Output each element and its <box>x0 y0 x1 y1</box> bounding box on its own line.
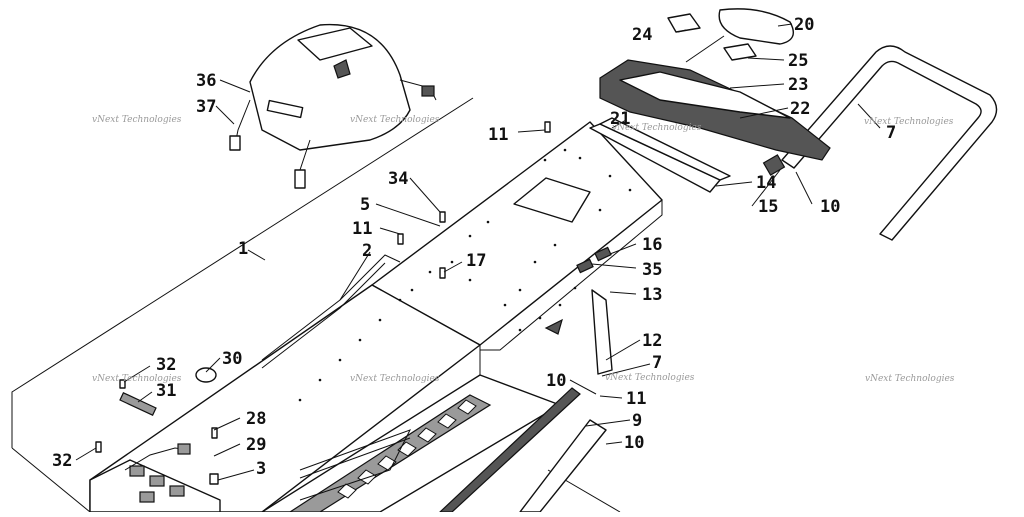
callout-7-mid: 7 <box>652 353 662 373</box>
seat-top <box>619 71 791 119</box>
callout-34: 34 <box>388 169 408 189</box>
handle-plate-24 <box>667 13 701 33</box>
callout-22: 22 <box>790 99 810 119</box>
callout-32-lower: 32 <box>52 451 72 471</box>
callout-5: 5 <box>360 195 370 215</box>
watermark-1: vNext Technologies <box>92 115 182 125</box>
hardware <box>95 121 613 485</box>
seat-assembly <box>589 8 831 193</box>
callout-11-top: 11 <box>488 125 508 145</box>
rivet-11b <box>397 233 404 245</box>
bag-buckle <box>421 85 435 97</box>
callout-11-low: 11 <box>626 389 646 409</box>
watermark-2: vNext Technologies <box>350 115 440 125</box>
bracket-16 <box>594 246 612 262</box>
watermark-6: vNext Technologies <box>350 374 440 384</box>
tunnel-holes <box>298 148 632 402</box>
callout-21: 21 <box>610 109 630 129</box>
callout-3: 3 <box>256 459 266 479</box>
callout-11-mid: 11 <box>352 219 372 239</box>
watermarks: vNext Technologies vNext Technologies vN… <box>92 115 955 384</box>
rivet-28 <box>211 427 218 439</box>
callout-2: 2 <box>362 241 372 261</box>
grab-handle <box>718 8 794 45</box>
callout-25: 25 <box>788 51 808 71</box>
rear-plate-top <box>599 117 731 181</box>
bag-strap-right <box>294 169 306 189</box>
rivet-32b <box>95 441 102 453</box>
clamp-30 <box>195 367 217 383</box>
rear-bumper <box>781 45 998 241</box>
callout-24: 24 <box>632 25 652 45</box>
callout-9: 9 <box>632 411 642 431</box>
bracket-35 <box>576 258 594 274</box>
callout-10-low: 10 <box>624 433 644 453</box>
callout-20: 20 <box>794 15 814 35</box>
grommet-3 <box>209 473 219 485</box>
callout-7-top: 7 <box>886 123 896 143</box>
leader-lines <box>75 23 881 481</box>
callout-12: 12 <box>642 331 662 351</box>
watermark-3: vNext Technologies <box>612 123 702 133</box>
front-bulkhead <box>89 443 221 513</box>
callout-labels: 20 24 25 23 22 36 37 21 7 11 14 15 10 34… <box>52 15 896 479</box>
bag-flap <box>297 27 373 61</box>
bag-clip <box>333 59 351 79</box>
callout-10-mid: 10 <box>546 371 566 391</box>
callout-36: 36 <box>196 71 216 91</box>
watermark-5: vNext Technologies <box>92 374 182 384</box>
bag-body <box>249 23 411 151</box>
callout-32-upper: 32 <box>156 355 176 375</box>
callout-30: 30 <box>222 349 242 369</box>
rivet-32a <box>119 379 126 389</box>
rivet-17 <box>439 267 446 279</box>
callout-10-top: 10 <box>820 197 840 217</box>
tool-bag <box>229 23 437 189</box>
tunnel-assembly <box>89 121 663 513</box>
spacer-15 <box>762 154 786 176</box>
callout-17: 17 <box>466 251 486 271</box>
brace-12 <box>591 289 613 375</box>
bag-label <box>266 99 304 119</box>
callout-37: 37 <box>196 97 216 117</box>
watermark-7: vNext Technologies <box>605 373 695 383</box>
callout-31: 31 <box>156 381 176 401</box>
callout-29: 29 <box>246 435 266 455</box>
rivet-34 <box>439 211 446 223</box>
arrow-marker <box>544 318 563 335</box>
callout-23: 23 <box>788 75 808 95</box>
handle-plate-25 <box>723 43 757 61</box>
watermark-4: vNext Technologies <box>864 117 954 127</box>
callout-15: 15 <box>758 197 778 217</box>
watermark-8: vNext Technologies <box>865 374 955 384</box>
callout-13: 13 <box>642 285 662 305</box>
callout-14: 14 <box>756 173 776 193</box>
callout-35: 35 <box>642 260 662 280</box>
rivet-11a <box>544 121 551 133</box>
callout-16: 16 <box>642 235 662 255</box>
pad-31 <box>119 391 157 417</box>
diamond-cutouts <box>337 399 477 499</box>
tunnel-cutout <box>513 177 591 223</box>
bag-strap-left <box>229 135 241 151</box>
callout-28: 28 <box>246 409 266 429</box>
wiring-harness <box>124 443 191 503</box>
callout-1: 1 <box>238 239 248 259</box>
